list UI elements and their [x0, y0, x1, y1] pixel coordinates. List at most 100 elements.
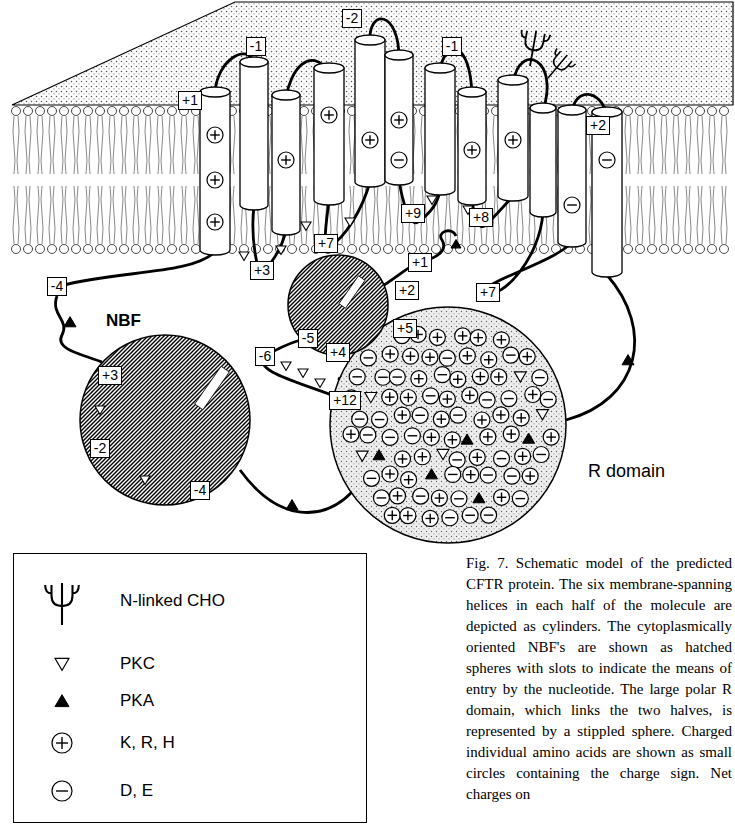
illustration-part — [382, 429, 398, 445]
illustration-part — [408, 435, 418, 436]
illustration-part — [52, 781, 72, 801]
negative-residue — [449, 452, 465, 468]
illustration-part — [636, 107, 645, 116]
illustration-part — [389, 469, 390, 479]
illustration-part — [430, 514, 431, 524]
net-charge: -6 — [259, 348, 271, 365]
illustration-part — [73, 116, 79, 244]
transmembrane-helix — [240, 57, 268, 210]
positive-residue — [459, 348, 475, 364]
illustration-part — [52, 733, 72, 753]
negative-residue — [533, 446, 549, 462]
legend-box: N-linked CHOPKCPKAK, R, HD, E — [13, 553, 367, 823]
illustration-part — [433, 411, 449, 427]
illustration-part — [522, 468, 538, 484]
illustration-part — [392, 511, 393, 521]
illustration-part — [426, 395, 436, 396]
illustration-part — [439, 350, 455, 366]
pkc-site — [301, 222, 311, 231]
illustration-part — [648, 245, 657, 254]
illustration-part — [364, 470, 380, 486]
pka-site — [286, 500, 298, 510]
positive-residue — [207, 214, 223, 230]
illustration-part — [532, 390, 533, 400]
positive-residue — [505, 132, 521, 148]
net-charge-box: +9 — [401, 204, 425, 223]
illustration-part — [80, 335, 250, 505]
illustration-part — [501, 335, 502, 345]
illustration-part — [96, 245, 105, 254]
illustration-part — [411, 371, 427, 387]
illustration-part — [648, 107, 657, 116]
net-charge: +7 — [480, 284, 496, 301]
legend-label: N-linked CHO — [120, 591, 225, 611]
illustration-part — [599, 152, 615, 168]
illustration-part — [348, 245, 357, 254]
illustration-part — [422, 510, 438, 526]
illustration-part — [350, 429, 351, 439]
illustration-part — [535, 377, 545, 378]
illustration-part — [328, 110, 329, 120]
illustration-part — [506, 354, 516, 355]
net-charge: +7 — [318, 235, 334, 252]
positive-residue — [382, 389, 398, 405]
illustration-part — [285, 155, 286, 165]
illustration-part — [314, 68, 344, 205]
illustration-part — [672, 245, 681, 254]
illustration-part — [442, 510, 458, 526]
illustration-part — [467, 351, 468, 361]
illustration-part — [207, 127, 223, 143]
negative-residue — [540, 391, 556, 407]
legend-symbol — [52, 733, 72, 753]
illustration-part — [48, 245, 57, 254]
illustration-part — [709, 116, 715, 244]
negative-residue — [480, 467, 496, 483]
legend-symbol — [45, 583, 79, 625]
illustration-part — [483, 474, 493, 475]
positive-residue — [472, 369, 488, 385]
illustration-part — [425, 68, 455, 195]
illustration-part — [375, 369, 391, 385]
negative-residue — [423, 388, 439, 404]
illustration-part — [441, 414, 442, 424]
illustration-part — [169, 116, 175, 244]
negative-residue — [439, 350, 455, 366]
polypeptide-chain — [55, 19, 634, 513]
legend-label: PKA — [120, 691, 154, 711]
net-charge-box: -4 — [47, 277, 67, 296]
lipid-bilayer — [12, 2, 734, 254]
illustration-part — [375, 419, 385, 420]
illustration-part — [168, 245, 177, 254]
illustration-part — [108, 107, 117, 116]
illustration-part — [696, 245, 705, 254]
illustration-part — [24, 107, 33, 116]
illustration-part — [377, 497, 387, 498]
illustration-part — [360, 245, 369, 254]
negative-residue — [599, 152, 615, 168]
net-charge-box: +7 — [476, 283, 500, 302]
positive-residue — [481, 352, 497, 368]
illustration-part — [207, 172, 223, 188]
legend-label: D, E — [120, 781, 153, 801]
illustration-part — [516, 245, 525, 254]
illustration-part — [144, 245, 153, 254]
net-charge: -4 — [194, 482, 206, 499]
illustration-part — [447, 394, 448, 404]
negative-residue — [450, 407, 466, 423]
net-charge: -5 — [302, 330, 314, 347]
net-charge-box: +3 — [250, 261, 274, 280]
positive-residue — [362, 132, 378, 148]
illustration-part — [477, 333, 478, 343]
illustration-part — [132, 245, 141, 254]
illustration-part — [121, 116, 127, 244]
illustration-part — [493, 332, 509, 348]
illustration-part — [450, 371, 466, 387]
illustration-part — [120, 245, 129, 254]
net-charge-box: -5 — [298, 329, 318, 348]
illustration-part — [521, 413, 522, 423]
illustration-part — [455, 328, 471, 344]
illustration-part — [503, 347, 519, 363]
pka-site — [473, 493, 485, 503]
illustration-part — [469, 391, 470, 401]
illustration-part — [540, 245, 549, 254]
